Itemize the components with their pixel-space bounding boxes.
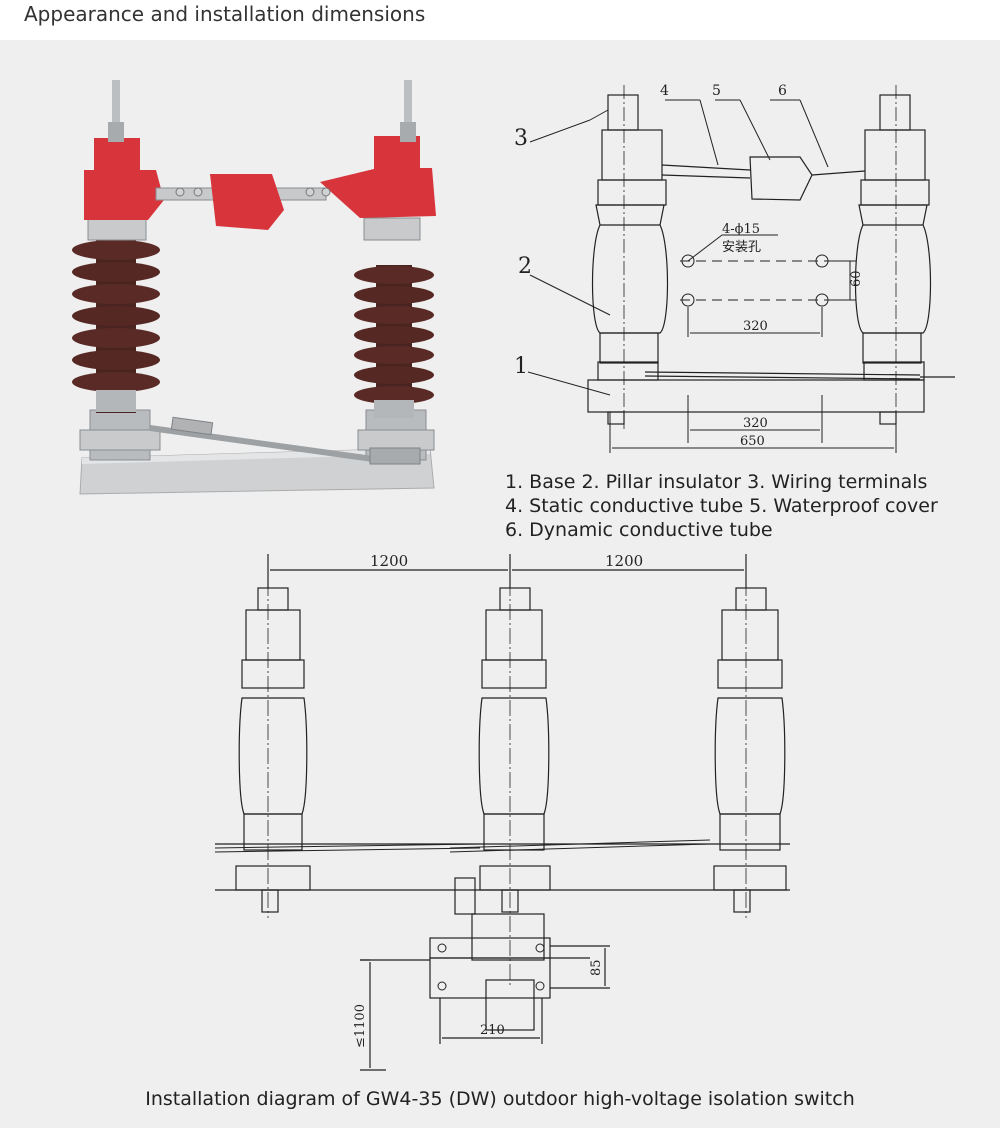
dim-1200-left: 1200 bbox=[370, 552, 408, 570]
dim-85: 85 bbox=[589, 959, 604, 976]
installation-drawing: 1200 1200 85 210 ≤1100 bbox=[214, 552, 790, 1071]
right-insulator bbox=[354, 265, 434, 418]
dim-1100: ≤1100 bbox=[353, 1004, 368, 1048]
callout-1: 1 bbox=[514, 354, 528, 379]
pole-right bbox=[713, 587, 787, 913]
hole-note: 4-ϕ15 bbox=[722, 222, 760, 237]
operating-mechanism bbox=[360, 877, 610, 1071]
left-insulator bbox=[72, 235, 160, 413]
callout-4: 4 bbox=[660, 83, 669, 99]
figure-caption: Installation diagram of GW4-35 (DW) outd… bbox=[145, 1088, 855, 1110]
hole-note-cn: 安装孔 bbox=[722, 240, 761, 255]
dim-210: 210 bbox=[480, 1023, 505, 1038]
section-title: Appearance and installation dimensions bbox=[24, 2, 426, 26]
dim-320-lower: 320 bbox=[743, 416, 768, 431]
callout-3: 3 bbox=[514, 126, 528, 151]
parts-legend: 1. Base 2. Pillar insulator 3. Wiring te… bbox=[505, 470, 938, 542]
callout-2: 2 bbox=[518, 254, 532, 279]
legend-line-2: 4. Static conductive tube 5. Waterproof … bbox=[505, 495, 938, 517]
callout-5: 5 bbox=[712, 83, 721, 99]
content-panel bbox=[0, 44, 1000, 1128]
header-bar: Appearance and installation dimensions bbox=[0, 0, 1000, 40]
pole-left bbox=[235, 587, 311, 913]
dim-320-upper: 320 bbox=[743, 319, 768, 334]
dim-60: 60 bbox=[849, 270, 864, 287]
dim-650: 650 bbox=[740, 434, 765, 449]
legend-line-3: 6. Dynamic conductive tube bbox=[505, 519, 773, 541]
legend-line-1: 1. Base 2. Pillar insulator 3. Wiring te… bbox=[505, 471, 928, 493]
product-photo bbox=[72, 80, 436, 495]
pole-middle bbox=[478, 587, 551, 913]
top-technical-drawing: 3 2 1 4 5 6 4-ϕ15 安装孔 60 320 320 650 bbox=[514, 83, 955, 453]
dim-1200-right: 1200 bbox=[605, 552, 643, 570]
callout-6: 6 bbox=[778, 83, 787, 99]
